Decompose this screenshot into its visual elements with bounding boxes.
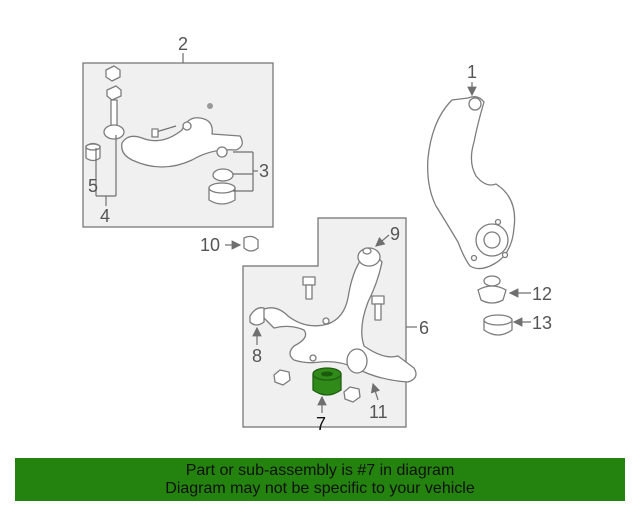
callout-13: 13 — [532, 313, 552, 333]
callout-3: 3 — [259, 161, 269, 181]
callout-9: 9 — [390, 224, 400, 244]
callout-10: 10 — [200, 235, 220, 255]
callout-5: 5 — [88, 176, 98, 196]
steering-knuckle — [427, 82, 516, 270]
callout-1: 1 — [467, 62, 477, 82]
callout-12: 12 — [532, 284, 552, 304]
callout-8: 8 — [252, 346, 262, 366]
upper-stud — [110, 99, 118, 129]
callout-4: 4 — [100, 206, 110, 226]
upper-arm-group — [82, 53, 274, 228]
lower-arm-group — [242, 217, 417, 428]
callout-labels: 1 2 3 4 5 6 7 8 9 10 11 12 13 — [88, 34, 552, 434]
highlighted-bushing-7 — [312, 367, 342, 396]
diagram-notice-banner: Part or sub-assembly is #7 in diagram Di… — [15, 458, 625, 501]
callout-11: 11 — [369, 402, 388, 422]
callout-7: 7 — [316, 414, 326, 434]
lower-ball-joint — [477, 275, 531, 304]
upper-nut — [105, 65, 121, 82]
parts-diagram: 1 2 3 4 5 6 7 8 9 10 11 12 13 — [82, 34, 552, 434]
lower-control-arm — [257, 255, 417, 383]
upper-ring — [212, 168, 234, 182]
stabilizer-bushing — [225, 235, 259, 252]
upper-control-arm — [121, 117, 243, 168]
banner-line-2: Diagram may not be specific to your vehi… — [165, 479, 475, 497]
callout-2: 2 — [178, 34, 188, 54]
callout-6: 6 — [419, 318, 429, 338]
banner-line-1: Part or sub-assembly is #7 in diagram — [185, 461, 455, 479]
ball-joint-boot — [483, 314, 531, 336]
